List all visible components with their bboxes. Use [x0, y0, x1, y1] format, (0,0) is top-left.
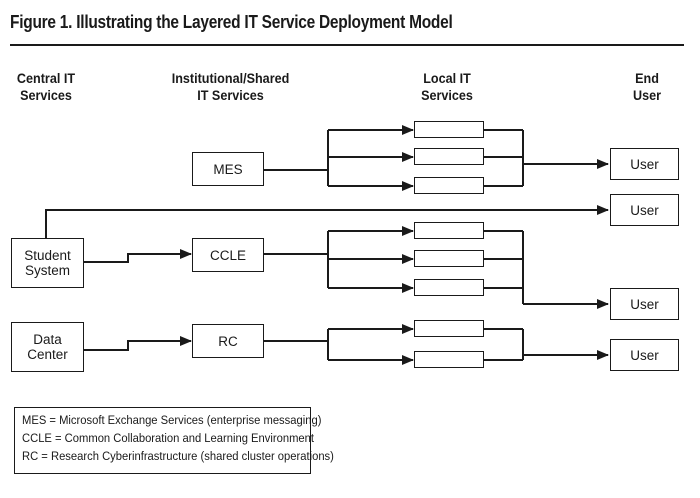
central-box-data-center: Data Center	[11, 322, 84, 372]
user-box: User	[610, 148, 679, 180]
local-box	[414, 222, 484, 239]
central-box-student-system: Student System	[11, 238, 84, 288]
title-rule	[10, 44, 684, 46]
column-header-institutional: Institutional/Shared IT Services	[165, 70, 296, 104]
column-header-central-line1: Central IT	[16, 70, 76, 86]
student-system-line2: System	[24, 263, 70, 278]
local-box	[414, 279, 484, 296]
local-box	[414, 250, 484, 267]
user-box: User	[610, 194, 679, 226]
legend-box: MES = Microsoft Exchange Services (enter…	[14, 407, 334, 474]
column-header-end-user-line1: End	[635, 70, 659, 86]
user-box: User	[610, 339, 679, 371]
column-header-central-line2: Services	[20, 87, 72, 103]
local-box	[414, 320, 484, 337]
institutional-box-rc: RC	[192, 324, 264, 358]
figure-title: Figure 1. Illustrating the Layered IT Se…	[10, 12, 453, 32]
user-box: User	[610, 288, 679, 320]
column-header-local: Local IT Services	[408, 70, 485, 104]
column-header-institutional-line1: Institutional/Shared	[171, 70, 290, 86]
column-header-end-user-line2: User	[632, 87, 662, 103]
institutional-box-ccle: CCLE	[192, 238, 264, 272]
column-header-central: Central IT Services	[10, 70, 82, 104]
local-box	[414, 177, 484, 194]
column-header-local-line2: Services	[421, 87, 473, 103]
institutional-box-mes: MES	[192, 152, 264, 186]
local-box	[414, 351, 484, 368]
local-box	[414, 121, 484, 138]
local-box	[414, 148, 484, 165]
column-header-institutional-line2: IT Services	[197, 87, 264, 103]
column-header-local-line1: Local IT	[423, 70, 471, 86]
student-system-line1: Student	[24, 248, 71, 263]
legend-item-ccle: CCLE = Common Collaboration and Learning…	[22, 431, 314, 445]
column-header-end-user: End User	[618, 70, 676, 104]
legend-item-rc: RC = Research Cyberinfrastructure (share…	[22, 449, 334, 463]
data-center-line1: Data	[33, 332, 62, 347]
legend-item-mes: MES = Microsoft Exchange Services (enter…	[22, 413, 322, 427]
data-center-line2: Center	[27, 347, 68, 362]
